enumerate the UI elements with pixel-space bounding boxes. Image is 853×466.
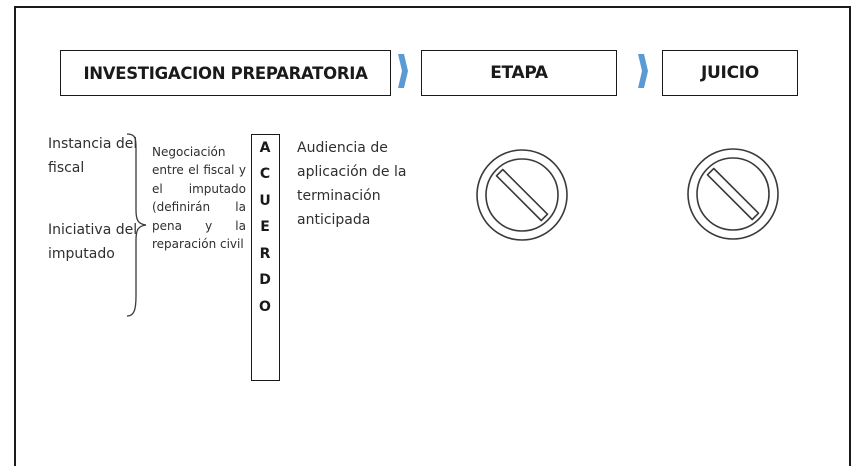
stage-label-etapa: ETAPA (490, 63, 548, 83)
stage-label-investigacion: INVESTIGACION PREPARATORIA (83, 63, 368, 83)
acuerdo-letter: E (260, 219, 270, 235)
prohibited-icon (685, 146, 781, 242)
instancia-label: Instancia del fiscal (48, 136, 138, 176)
stage-label-juicio: JUICIO (701, 63, 759, 83)
acuerdo-box: A C U E R D O (251, 134, 280, 381)
acuerdo-letter: R (259, 246, 271, 262)
right-arrow-icon (398, 54, 408, 88)
negociacion-text: Negociación entre el fiscal y el imputad… (152, 145, 246, 252)
acuerdo-letter: A (259, 140, 271, 156)
prohibited-icon (474, 147, 570, 243)
acuerdo-letter: O (259, 299, 271, 315)
audiencia-text: Audiencia de aplicación de la terminació… (297, 140, 407, 228)
stage-box-etapa: ETAPA (421, 50, 617, 96)
right-arrow-icon (638, 54, 648, 88)
diagram-frame (14, 6, 851, 466)
acuerdo-letter: C (259, 166, 271, 182)
stage-box-juicio: JUICIO (662, 50, 798, 96)
stage-box-investigacion: INVESTIGACION PREPARATORIA (60, 50, 391, 96)
acuerdo-letter: D (259, 272, 271, 288)
curly-brace-icon (124, 132, 150, 318)
iniciativa-label: Iniciativa del imputado (48, 222, 138, 262)
acuerdo-letter: U (259, 193, 271, 209)
